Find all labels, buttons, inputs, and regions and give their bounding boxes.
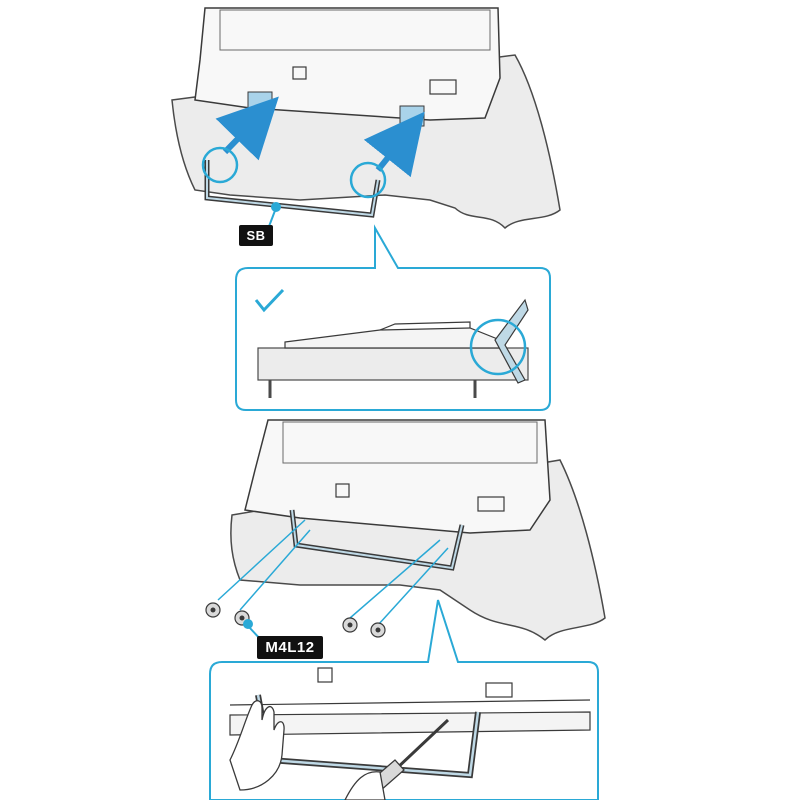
callout-icon <box>201 146 239 184</box>
screw-icon <box>342 617 358 633</box>
step1-scene <box>171 7 561 230</box>
hand-icon <box>229 700 285 791</box>
arrow-icon <box>215 96 279 161</box>
stand-bracket-label: SB <box>239 225 273 246</box>
step2-scene <box>205 419 606 643</box>
callout1-bracket <box>494 298 529 384</box>
callout1 <box>235 224 551 411</box>
step2-tv-back <box>244 419 551 534</box>
arrow-icon <box>363 111 425 178</box>
screw-icon <box>370 622 386 638</box>
callout1-frame <box>235 224 551 411</box>
callout2-frame <box>209 599 599 801</box>
step1-slot-right <box>399 105 425 127</box>
callout-icon <box>469 318 527 376</box>
step1-slot-left <box>247 91 273 113</box>
check-icon <box>254 288 285 313</box>
screwdriver-icon <box>393 718 450 772</box>
callout-icon <box>349 161 387 199</box>
step1-tv-back <box>194 7 501 121</box>
screw-icon <box>205 602 221 618</box>
screw-label: M4L12 <box>257 636 323 659</box>
callout2 <box>209 599 599 801</box>
